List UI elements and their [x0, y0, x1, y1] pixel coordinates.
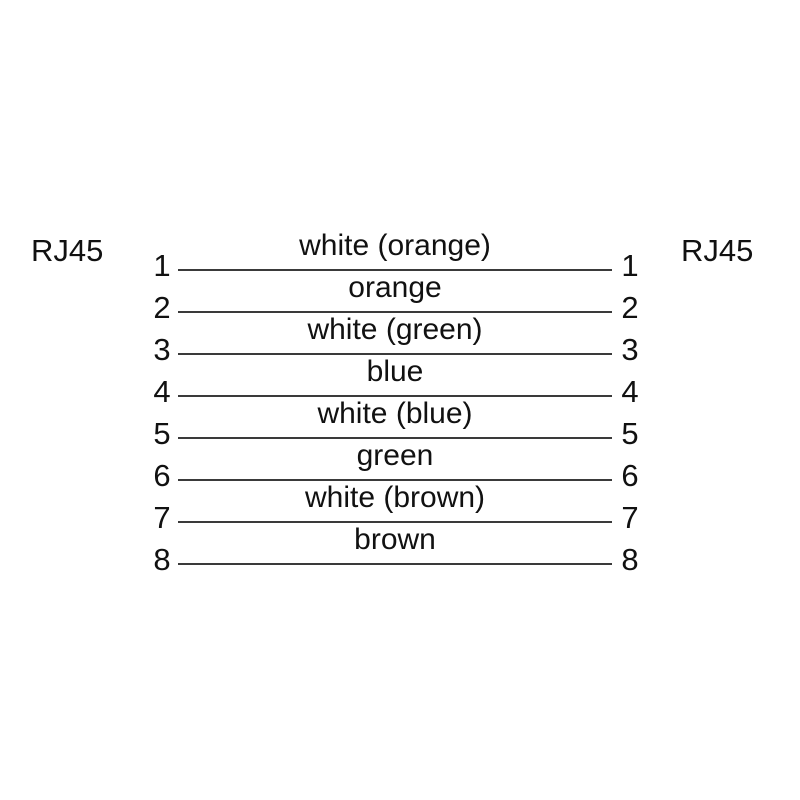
left-pin-number: 8 [153, 542, 171, 577]
wire-color-label: blue [366, 355, 424, 388]
left-pin-number: 6 [153, 458, 171, 493]
wire-color-label: white (green) [307, 313, 483, 346]
wire-color-label: white (blue) [317, 397, 473, 430]
wire-color-label: white (brown) [304, 481, 486, 514]
wire-color-label: orange [348, 271, 442, 304]
wire-row: brown 8 8 [0, 525, 800, 586]
left-pin-number: 3 [153, 332, 171, 367]
right-pin-number: 4 [621, 374, 639, 409]
left-pin-number: 1 [153, 248, 171, 283]
wire-row: white (green) 3 3 [0, 315, 800, 376]
wire-line [178, 437, 612, 439]
left-connector-label: RJ45 [31, 233, 104, 268]
wire-line [178, 563, 612, 565]
right-pin-number: 6 [621, 458, 639, 493]
wire-row: blue 4 4 [0, 357, 800, 418]
right-pin-number: 1 [621, 248, 639, 283]
wire-line [178, 521, 612, 523]
right-pin-number: 5 [621, 416, 639, 451]
wire-line [178, 395, 612, 397]
wire-color-label: white (orange) [299, 229, 491, 262]
left-pin-number: 5 [153, 416, 171, 451]
left-pin-number: 2 [153, 290, 171, 325]
wire-color-label: green [356, 439, 434, 472]
left-pin-number: 4 [153, 374, 171, 409]
right-connector-label: RJ45 [681, 233, 754, 268]
right-pin-number: 3 [621, 332, 639, 367]
wire-line [178, 353, 612, 355]
wire-line [178, 479, 612, 481]
right-pin-number: 8 [621, 542, 639, 577]
left-pin-number: 7 [153, 500, 171, 535]
wire-line [178, 269, 612, 271]
wire-color-label: brown [354, 523, 436, 556]
wire-row: white (orange) 1 1 [0, 231, 800, 292]
right-pin-number: 7 [621, 500, 639, 535]
wire-row: white (blue) 5 5 [0, 399, 800, 460]
wire-row: orange 2 2 [0, 273, 800, 334]
wire-row: green 6 6 [0, 441, 800, 502]
wire-row: white (brown) 7 7 [0, 483, 800, 544]
wire-line [178, 311, 612, 313]
right-pin-number: 2 [621, 290, 639, 325]
